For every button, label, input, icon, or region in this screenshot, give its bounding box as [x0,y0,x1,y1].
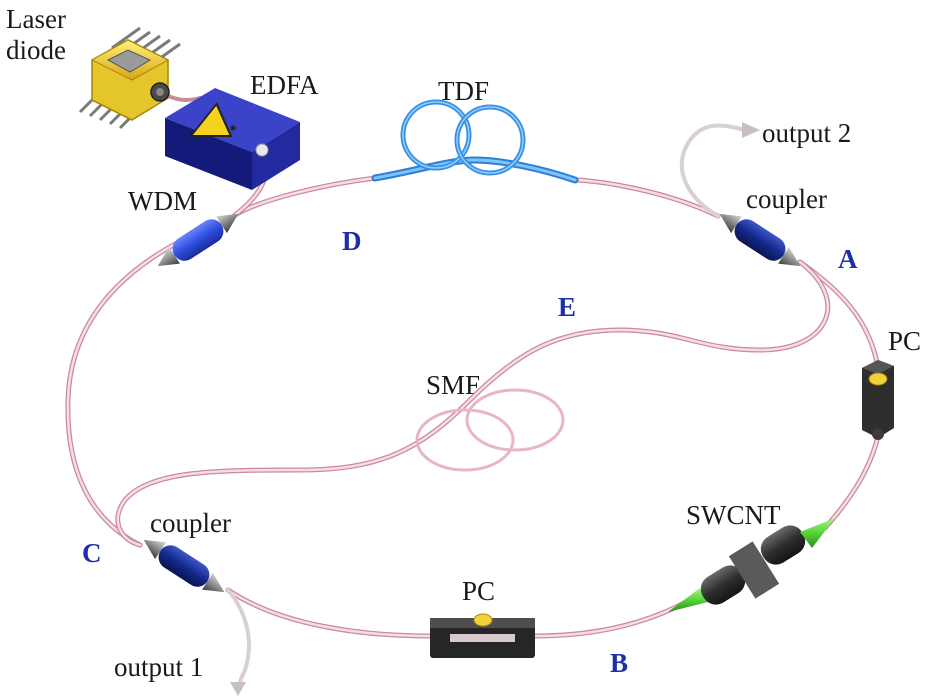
pc-right-device [862,360,894,440]
output-1-arrow [230,682,246,696]
coupler-top-label: coupler [746,184,827,214]
point-e-label: E [558,292,577,322]
output-1-label: output 1 [114,652,204,682]
wdm-device [157,213,239,267]
pc-right-label: PC [888,326,922,356]
coupler-bottom-label: coupler [150,508,231,538]
point-c-label: C [82,538,102,568]
smf-label: SMF [426,370,481,400]
output-2-arrow [742,122,760,138]
output-2-fiber [679,123,747,218]
tdf-label: TDF [438,76,490,106]
swcnt-device [668,518,835,612]
smf-spool [415,388,565,472]
tdf-coil [371,99,579,184]
laser-diode-label-line1: Laser [6,4,66,34]
output-2-label: output 2 [762,118,852,148]
pc-bottom-device [430,613,535,658]
edfa-label: EDFA [250,70,319,100]
point-a-label: A [838,244,858,274]
edfa-box [165,88,300,190]
coupler-top-device [719,213,801,267]
laser-warning-icon [188,102,233,137]
swcnt-label: SWCNT [686,500,781,530]
laser-diode-label: Laser diode [6,4,66,66]
wdm-label: WDM [128,186,197,216]
coupler-bottom-device [143,539,225,593]
output-1-fiber [226,588,251,692]
point-b-label: B [610,648,629,678]
point-d-label: D [342,226,362,256]
laser-diode [78,26,181,130]
pc-bottom-label: PC [462,576,496,606]
laser-diode-label-line2: diode [6,35,66,66]
